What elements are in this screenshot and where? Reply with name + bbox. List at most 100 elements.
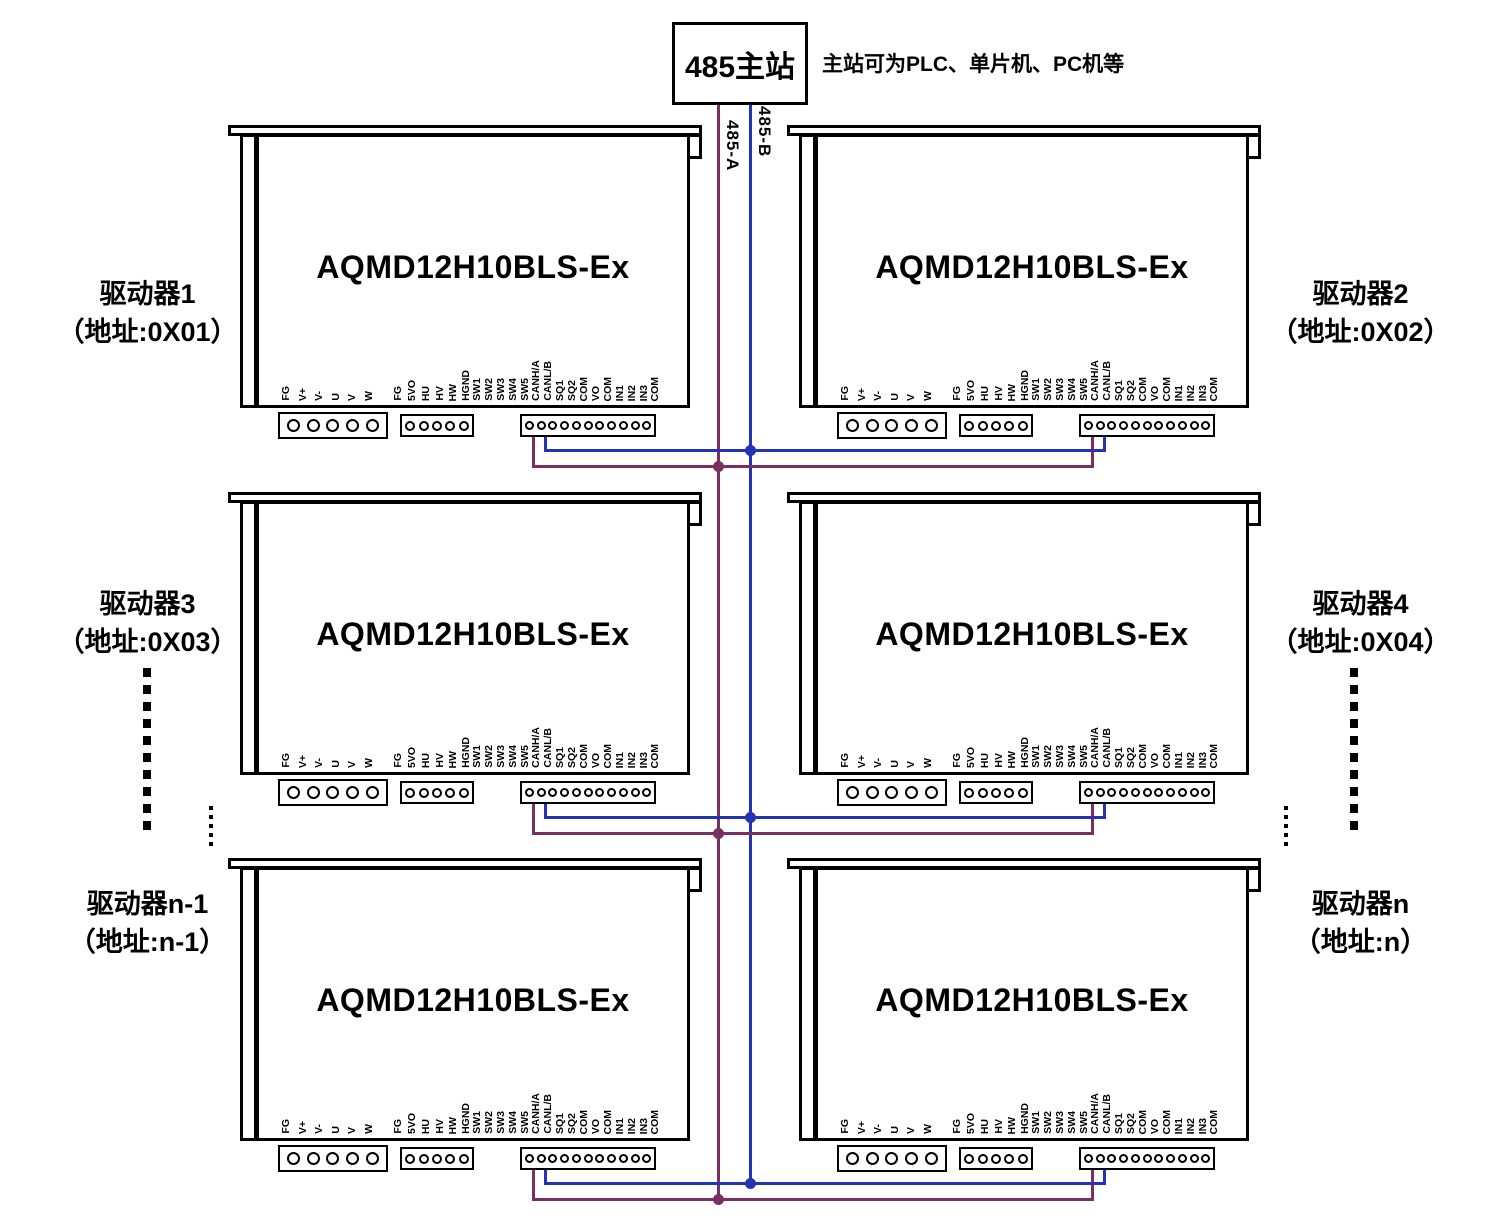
terminal-hole — [405, 420, 416, 431]
terminal-hole — [458, 787, 469, 798]
bus-line-485-b — [748, 104, 752, 1185]
wire-485a-drop — [531, 1169, 535, 1201]
terminal-hole — [536, 421, 546, 430]
terminal-hole — [964, 420, 975, 431]
pin-label-com: COM — [649, 743, 661, 769]
pin-label-hw: HW — [1006, 750, 1018, 769]
terminal-hole — [618, 788, 628, 797]
terminal-hole — [885, 419, 899, 432]
driver-caption-3: 驱动器3（地址:0X03） — [40, 585, 255, 661]
master-station-label: 485主站 — [684, 50, 796, 84]
pin-label-sw1: SW1 — [471, 378, 483, 401]
driver-caption-4: 驱动器4（地址:0X04） — [1253, 585, 1468, 661]
pin-label-canl-b: CANL/B — [542, 361, 554, 401]
terminal-hole — [1154, 1154, 1164, 1163]
pin-label-canl-b: CANL/B — [1101, 361, 1113, 401]
pin-label-hw: HW — [447, 750, 459, 769]
pin-label-v: V — [905, 1126, 917, 1134]
pin-label-vo: VO — [1149, 752, 1161, 768]
terminal-hole — [1017, 787, 1028, 798]
pin-label-fg: FG — [951, 386, 963, 401]
terminal-hole — [925, 419, 939, 432]
terminal-hole — [536, 1154, 546, 1163]
wire-485b-drop — [1102, 1169, 1106, 1185]
pin-label-in2: IN2 — [1185, 384, 1197, 401]
module-title: AQMD12H10BLS-Ex — [875, 982, 1189, 1018]
terminal-hole — [1017, 1153, 1028, 1164]
master-station-note: 主站可为PLC、单片机、PC机等 — [822, 53, 1125, 76]
pin-label-com: COM — [578, 376, 590, 402]
pin-label-sw2: SW2 — [483, 1111, 495, 1134]
pin-label-sw4: SW4 — [1066, 378, 1078, 401]
pin-label-com: COM — [1161, 376, 1173, 402]
terminal-block-3 — [520, 1147, 656, 1170]
pin-label-canh-a: CANH/A — [530, 1093, 542, 1134]
wire-485b-branch — [750, 1181, 1106, 1185]
driver-name: 驱动器n — [1311, 889, 1410, 919]
junction-dot-485b — [744, 444, 756, 456]
pin-label-sq1: SQ1 — [554, 379, 566, 401]
terminal-hole — [595, 421, 605, 430]
pin-label-hu: HU — [979, 1118, 991, 1134]
terminal-hole — [346, 1152, 360, 1165]
pin-label-sq2: SQ2 — [1125, 1112, 1137, 1134]
terminal-hole — [607, 1154, 616, 1163]
terminal-block-2 — [959, 414, 1033, 437]
terminal-hole — [1154, 421, 1164, 430]
pin-label-vo: VO — [590, 385, 602, 401]
terminal-hole — [445, 1153, 456, 1164]
pin-label-v: V — [905, 393, 917, 401]
terminal-hole — [306, 1152, 320, 1165]
pin-label-sw2: SW2 — [1042, 1111, 1054, 1134]
pin-label-sq2: SQ2 — [566, 1112, 578, 1134]
pin-label-hw: HW — [447, 1116, 459, 1135]
pin-label-canh-a: CANH/A — [1089, 360, 1101, 401]
wire-485a-branch — [531, 1197, 720, 1201]
bus-label-485-a: 485-A — [723, 120, 742, 172]
driver-address: （地址:0X01） — [57, 317, 238, 347]
terminal-hole — [885, 1152, 899, 1165]
pin-label-canh-a: CANH/A — [1089, 727, 1101, 768]
mounting-bracket-left — [799, 501, 816, 775]
pin-label-com: COM — [578, 1109, 590, 1135]
pin-label-sw3: SW3 — [1054, 378, 1066, 401]
pin-label-sq2: SQ2 — [1125, 746, 1137, 768]
terminal-hole — [418, 420, 429, 431]
pin-label-sq2: SQ2 — [566, 379, 578, 401]
terminal-hole — [990, 1153, 1001, 1164]
pin-label-in2: IN2 — [1185, 751, 1197, 768]
terminal-hole — [445, 420, 456, 431]
pin-label-sw1: SW1 — [1030, 378, 1042, 401]
pin-label-v: V+ — [856, 387, 868, 401]
pin-label-u: U — [889, 393, 901, 401]
terminal-hole — [571, 788, 581, 797]
terminal-hole — [326, 1152, 340, 1165]
terminal-hole — [560, 1154, 569, 1163]
pin-label-hw: HW — [447, 383, 459, 402]
pin-label-hv: HV — [434, 386, 446, 401]
pin-label-in1: IN1 — [614, 384, 626, 401]
wire-485a-drop — [531, 436, 535, 468]
terminal-hole — [583, 1154, 593, 1163]
terminal-hole — [1119, 1154, 1128, 1163]
pin-label-w: W — [922, 1124, 934, 1134]
terminal-hole — [925, 1152, 939, 1165]
pin-label-fg: FG — [392, 753, 404, 768]
terminal-block-2 — [959, 781, 1033, 804]
pin-label-sq2: SQ2 — [1125, 379, 1137, 401]
terminal-hole — [642, 788, 652, 797]
pin-label-sw1: SW1 — [471, 1111, 483, 1134]
terminal-hole — [1177, 788, 1187, 797]
pin-label-hu: HU — [420, 1118, 432, 1134]
pin-label-in2: IN2 — [626, 384, 638, 401]
pin-label-com: COM — [649, 376, 661, 402]
pin-label-v: V- — [872, 1124, 884, 1134]
wire-485b-branch — [543, 448, 752, 452]
terminal-hole — [1004, 787, 1015, 798]
terminal-hole — [618, 421, 628, 430]
module-title: AQMD12H10BLS-Ex — [875, 616, 1189, 652]
terminal-hole — [1095, 788, 1105, 797]
pin-label-fg: FG — [951, 1119, 963, 1134]
